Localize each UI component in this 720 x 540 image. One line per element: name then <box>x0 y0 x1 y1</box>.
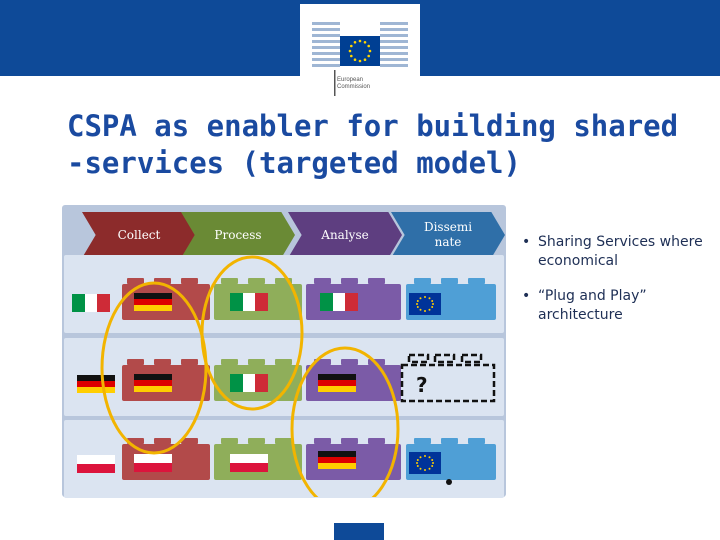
poland-flag <box>230 454 268 472</box>
commission-building-icon <box>312 22 408 96</box>
lane-1 <box>64 255 504 333</box>
logo-text: European Commission <box>337 77 370 91</box>
germany-flag <box>318 374 356 392</box>
step-collect-label: Collect <box>117 227 161 242</box>
bullet-plug-and-play: “Plug and Play” architecture <box>520 287 715 325</box>
step-process-label: Process <box>214 227 262 242</box>
eu-stars-icon <box>348 39 372 63</box>
logo-line-commission: Commission <box>337 84 371 90</box>
poland-flag <box>77 455 115 473</box>
italy-flag <box>230 374 268 392</box>
germany-flag <box>134 293 172 311</box>
italy-flag <box>230 293 268 311</box>
page-title: CSPA as enabler for building shared -ser… <box>67 109 679 180</box>
lane-2 <box>64 338 504 416</box>
germany-flag <box>134 374 172 392</box>
germany-flag <box>318 451 356 469</box>
unknown-service-marker: ? <box>416 373 428 397</box>
step-analyse-label: Analyse <box>321 227 369 242</box>
logo-line-european: European <box>337 77 364 83</box>
footer-bar <box>334 523 384 540</box>
cspa-diagram: Collect Process Analyse Dissemi nate <box>62 205 506 498</box>
eu-flag <box>409 452 441 474</box>
germany-flag <box>77 375 115 393</box>
step-collect: Collect <box>82 212 196 258</box>
step-analyse: Analyse <box>288 212 402 258</box>
step-disseminate-label: Dissemi nate <box>423 220 473 249</box>
step-disseminate: Dissemi nate <box>391 212 505 258</box>
lane-3 <box>64 420 504 498</box>
italy-flag <box>320 293 358 311</box>
eu-flag <box>409 293 441 315</box>
step-process: Process <box>181 212 295 258</box>
italy-flag <box>72 294 110 312</box>
poland-flag <box>134 454 172 472</box>
bullet-sharing-services: Sharing Services where economical <box>520 233 715 271</box>
european-commission-logo: European Commission <box>300 4 420 100</box>
bullet-list: Sharing Services where economical “Plug … <box>520 233 715 341</box>
